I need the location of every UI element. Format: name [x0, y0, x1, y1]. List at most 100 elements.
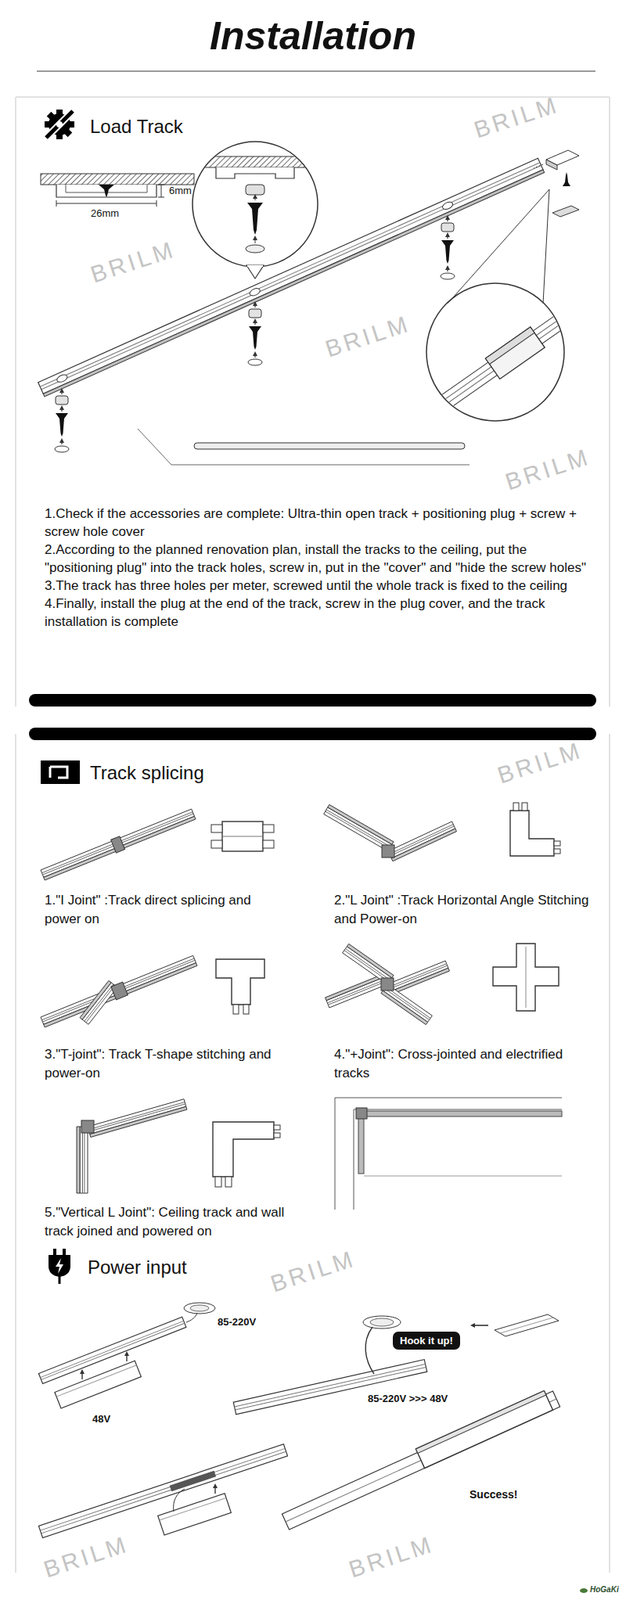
label-wrap: BRILM: [267, 1245, 360, 1299]
label-wrap: BRILM: [322, 310, 414, 364]
plug-icon: [48, 1248, 71, 1285]
cross-joint-figure: [325, 974, 388, 1008]
label-wrap: 85-220V: [217, 1316, 256, 1329]
plug-icon: [62, 1248, 66, 1256]
i-joint-part: [222, 836, 263, 838]
voltage-label: 85-220V: [217, 1316, 256, 1329]
joint-caption: 2."L Joint" :Track Horizontal Angle Stit…: [334, 891, 593, 929]
room-corner-figure: [358, 1111, 364, 1174]
cross-joint-figure: [325, 943, 450, 1025]
l-joint-part: [510, 802, 561, 857]
panel-frame: [15, 96, 610, 98]
splice-icon: [50, 766, 68, 778]
track-cross-section: [56, 200, 58, 207]
l-joint-figure: [381, 845, 395, 858]
title-rule: [36, 70, 596, 72]
watermark: BRILM: [345, 1531, 438, 1584]
instruction-list: 1.Check if the accessories are complete:…: [44, 504, 597, 631]
cross-joint-figure: [387, 960, 450, 995]
watermark: BRILM: [87, 236, 180, 289]
instruction-text: 4.Finally, install the plug at the end o…: [44, 594, 597, 631]
l-joint-part: [510, 810, 555, 857]
panel-frame: [28, 694, 597, 707]
splice-icon: [49, 766, 52, 778]
l-joint-figure: [323, 804, 394, 852]
power-figure-c: [38, 1444, 288, 1539]
power-figure-a: [186, 1313, 198, 1323]
vertical-l-joint-figure: [76, 1126, 88, 1194]
room-corner-figure: [353, 1109, 355, 1210]
short-track: [137, 428, 470, 465]
plug-icon: [53, 1248, 57, 1256]
label-wrap: BRILM: [494, 737, 587, 790]
end-cap-detail: [485, 327, 545, 379]
plug-icon: [48, 1255, 71, 1278]
power-figure-c: [158, 1493, 232, 1536]
section-heading: Power input: [87, 1256, 188, 1279]
room-corner-figure: [334, 1097, 562, 1099]
cross-joint-part: [525, 946, 527, 1008]
power-figure-d: [280, 1387, 560, 1530]
i-joint-part: [262, 824, 274, 833]
end-cap-detail: [433, 310, 571, 414]
power-figure-a: [125, 1353, 127, 1362]
track-cross-section: [156, 200, 158, 207]
gear-icon: [45, 110, 74, 139]
vertical-l-joint-figure: [87, 1099, 188, 1138]
status-label: Success!: [469, 1488, 518, 1502]
end-cap-detail: [436, 315, 565, 406]
label-wrap: 6mm: [169, 184, 192, 198]
track-cross-section: [158, 184, 165, 186]
cross-joint-figure: [381, 978, 394, 991]
power-figure-d: [280, 1387, 560, 1530]
gear-icon: [56, 121, 63, 128]
main-track: [441, 200, 454, 211]
track-cross-section: [161, 184, 162, 198]
vertical-l-joint-part: [212, 1122, 274, 1177]
room-corner-figure: [358, 1111, 562, 1117]
main-track: [55, 373, 69, 384]
l-joint-part: [521, 802, 528, 811]
label-wrap: Track splicing: [89, 762, 205, 785]
screw-set: [440, 217, 455, 280]
power-figure-b: [233, 1314, 559, 1415]
magnifier-detail: [192, 156, 318, 168]
label-wrap: BRILM: [40, 1531, 133, 1584]
label-wrap: 48V: [92, 1413, 111, 1426]
dimension-label: 6mm: [169, 184, 192, 198]
label-wrap: BRILM: [502, 443, 594, 497]
t-joint-part: [243, 1004, 249, 1015]
i-joint-figure: [111, 836, 126, 853]
i-joint-part: [211, 824, 223, 833]
label-wrap: 85-220V >>> 48V: [367, 1392, 448, 1406]
end-cap: [552, 205, 580, 217]
power-figure-c: [38, 1444, 288, 1539]
logo-text: HoGaKi: [590, 1585, 619, 1595]
power-figure-a: [39, 1320, 184, 1378]
vertical-l-joint-part: [215, 1176, 222, 1188]
page-title: Installation: [0, 12, 626, 60]
watermark: BRILM: [322, 310, 414, 364]
watermark: BRILM: [267, 1245, 360, 1299]
end-cap: [533, 164, 544, 169]
l-joint-part: [513, 802, 519, 811]
watermark: BRILM: [494, 737, 587, 790]
i-joint-figure: [118, 809, 196, 849]
power-figure-b: [494, 1314, 559, 1337]
power-figure-c: [214, 1485, 216, 1494]
label-wrap: 3."T-joint": Track T-shape stitching and…: [44, 1045, 288, 1083]
label-wrap: 26mm: [90, 207, 119, 220]
watermark: BRILM: [471, 91, 563, 144]
logo-leaf: [579, 1588, 588, 1594]
panel-frame: [608, 97, 611, 707]
end-cap-detail: [426, 283, 574, 421]
joint-caption: 4."+Joint": Cross-jointed and electrifie…: [334, 1045, 593, 1083]
label-wrap: Power input: [87, 1256, 188, 1279]
l-joint-figure: [388, 821, 457, 862]
cross-joint-part: [492, 943, 559, 1011]
label-wrap: HoGaKi: [590, 1585, 619, 1595]
power-figure-c: [158, 1493, 232, 1536]
